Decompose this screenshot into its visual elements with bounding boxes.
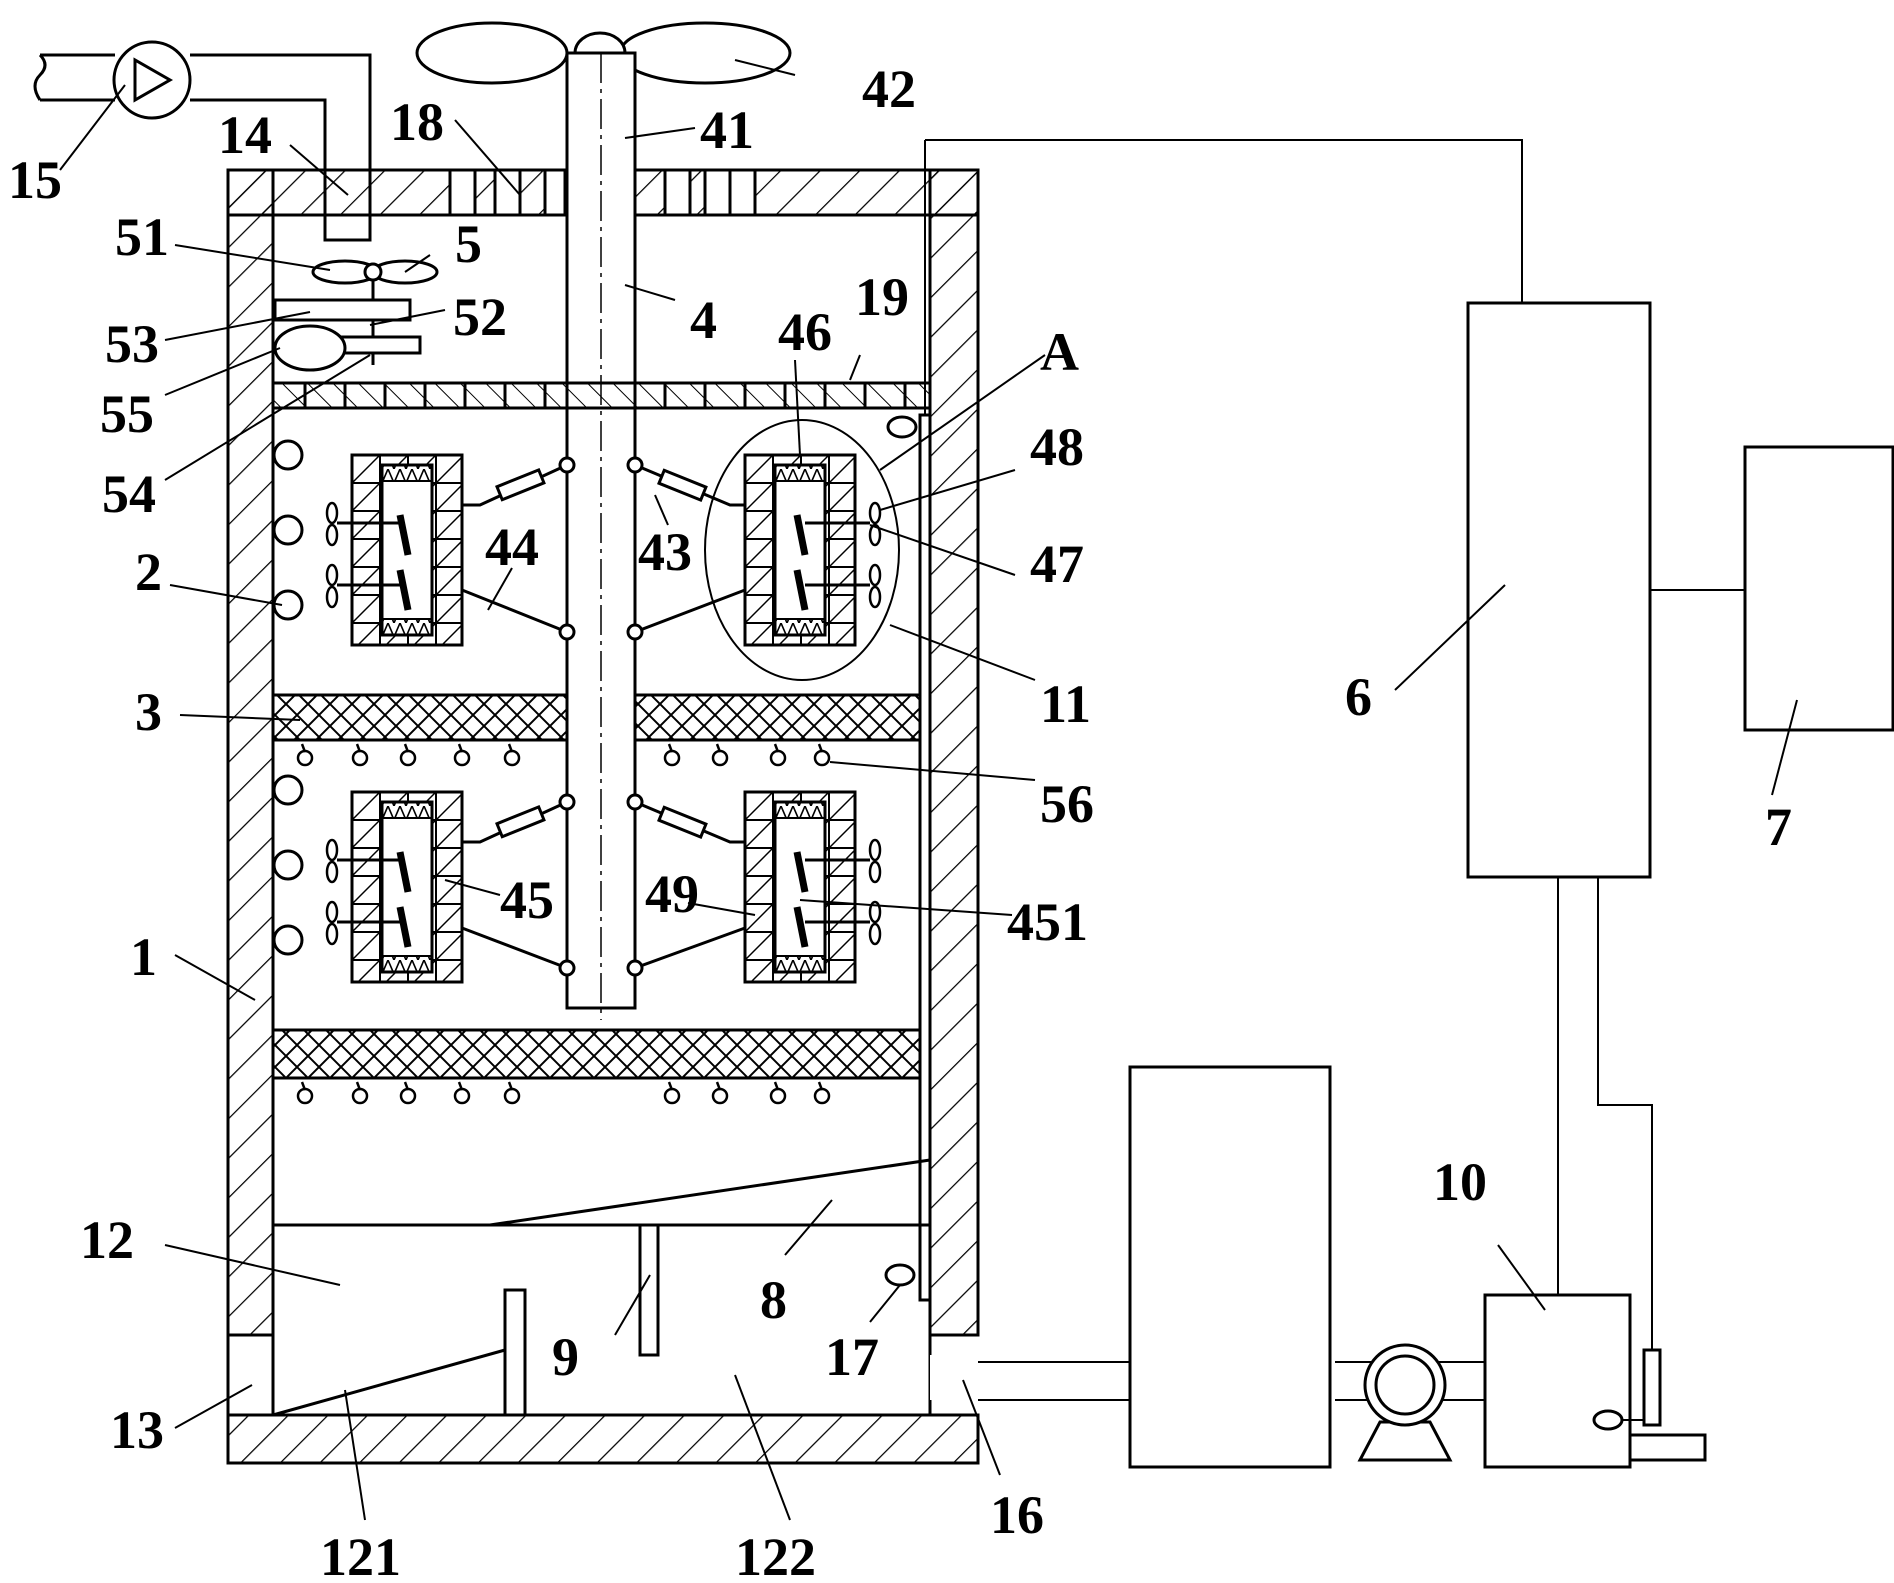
label-45: 45 — [500, 870, 554, 930]
label-12: 12 — [80, 1210, 134, 1270]
label-53: 53 — [105, 314, 159, 374]
label-451: 451 — [1007, 892, 1088, 952]
perforated-plate — [271, 381, 932, 410]
main-shaft — [415, 21, 792, 1020]
label-52: 52 — [453, 287, 507, 347]
label-17: 17 — [825, 1327, 879, 1387]
box-6 — [1466, 301, 1652, 879]
settling-tank — [272, 1158, 931, 1417]
callout-labels: 15 14 18 41 42 51 5 53 52 4 46 19 A 55 5… — [8, 59, 1792, 1583]
label-16: 16 — [990, 1485, 1044, 1545]
label-8: 8 — [760, 1270, 787, 1330]
circulation-pump-icon — [1357, 1343, 1453, 1462]
label-1: 1 — [130, 927, 157, 987]
label-44: 44 — [485, 517, 539, 577]
filter-layer-upper-right — [633, 693, 922, 742]
label-9: 9 — [552, 1327, 579, 1387]
label-3: 3 — [135, 682, 162, 742]
label-48: 48 — [1030, 417, 1084, 477]
label-5: 5 — [455, 214, 482, 274]
label-2: 2 — [135, 542, 162, 602]
label-19: 19 — [855, 267, 909, 327]
label-51: 51 — [115, 207, 169, 267]
side-rollers — [272, 439, 304, 956]
label-7: 7 — [1765, 797, 1792, 857]
label-4: 4 — [690, 290, 717, 350]
label-56: 56 — [1040, 774, 1094, 834]
label-55: 55 — [100, 384, 154, 444]
label-43: 43 — [638, 522, 692, 582]
label-47: 47 — [1030, 534, 1084, 594]
label-42: 42 — [862, 59, 916, 119]
label-46: 46 — [778, 302, 832, 362]
label-13: 13 — [110, 1400, 164, 1460]
filter-layer-lower — [271, 1028, 922, 1080]
valve-icon — [1592, 1348, 1707, 1462]
label-15: 15 — [8, 150, 62, 210]
label-11: 11 — [1040, 674, 1091, 734]
label-41: 41 — [700, 100, 754, 160]
tank-box — [1128, 1065, 1332, 1469]
label-121: 121 — [320, 1527, 401, 1583]
small-fan-assembly — [273, 259, 439, 372]
label-6: 6 — [1345, 667, 1372, 727]
label-49: 49 — [645, 864, 699, 924]
linkages — [461, 456, 746, 977]
filter-layer-upper — [271, 693, 569, 742]
vertical-pipe — [884, 140, 932, 1302]
label-10: 10 — [1433, 1152, 1487, 1212]
label-54: 54 — [102, 464, 156, 524]
label-a: A — [1040, 322, 1079, 382]
pump-icon — [112, 40, 192, 120]
label-18: 18 — [390, 92, 444, 152]
label-14: 14 — [218, 105, 272, 165]
inlet-pipe — [33, 40, 372, 242]
leader-lines — [59, 59, 1798, 1521]
box-10 — [1483, 1293, 1632, 1469]
label-122: 122 — [735, 1527, 816, 1583]
detail-callout-a — [704, 419, 900, 681]
box-7 — [1743, 445, 1894, 732]
